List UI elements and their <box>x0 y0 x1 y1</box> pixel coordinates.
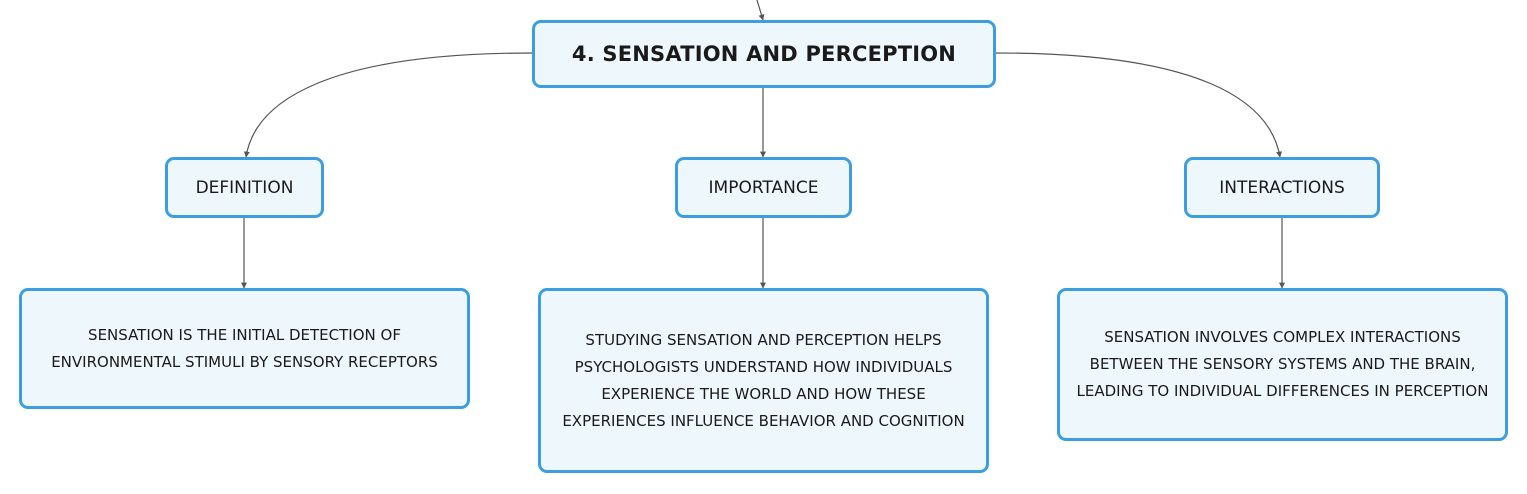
detail-node-importance[interactable]: STUDYING SENSATION AND PERCEPTION HELPS … <box>538 288 989 473</box>
detail-text-interactions: SENSATION INVOLVES COMPLEX INTERACTIONS … <box>1076 328 1489 400</box>
connector-parent-to-root <box>756 0 765 21</box>
branch-label-interactions: INTERACTIONS <box>1219 177 1345 198</box>
branch-node-definition[interactable]: DEFINITION <box>165 157 324 218</box>
branch-node-interactions[interactable]: INTERACTIONS <box>1184 157 1380 218</box>
root-topic-node[interactable]: 4. SENSATION AND PERCEPTION <box>532 20 996 88</box>
branch-node-importance[interactable]: IMPORTANCE <box>675 157 852 218</box>
detail-text-definition: SENSATION IS THE INITIAL DETECTION OF EN… <box>51 325 438 371</box>
detail-node-definition[interactable]: SENSATION IS THE INITIAL DETECTION OF EN… <box>19 288 470 409</box>
root-topic-title: 4. SENSATION AND PERCEPTION <box>571 42 957 66</box>
detail-node-interactions[interactable]: SENSATION INVOLVES COMPLEX INTERACTIONS … <box>1057 288 1508 441</box>
connector-root-to-definition <box>243 52 533 158</box>
connector-root-to-interactions <box>995 52 1283 158</box>
branch-label-importance: IMPORTANCE <box>708 177 819 198</box>
detail-text-importance: STUDYING SENSATION AND PERCEPTION HELPS … <box>562 330 965 430</box>
branch-label-definition: DEFINITION <box>195 177 294 198</box>
